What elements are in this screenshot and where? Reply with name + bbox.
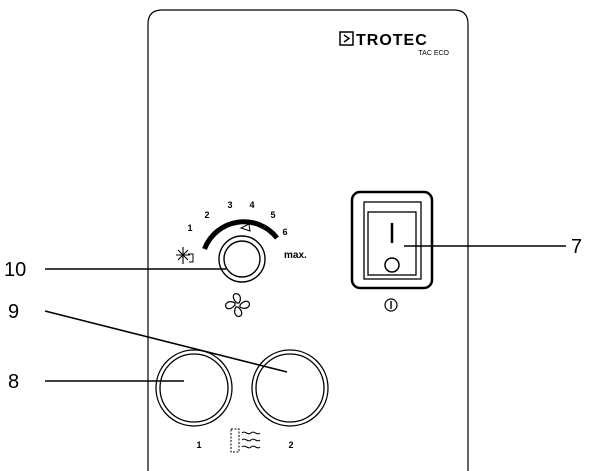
callout-label-8: 8 — [8, 371, 19, 393]
panel-outline — [147, 9, 469, 471]
frost-protection-icon — [176, 247, 194, 264]
brand-logo-icon — [339, 31, 354, 46]
fan-icon — [225, 293, 250, 317]
brand-logo-arrow — [343, 34, 351, 43]
callout-line-9 — [44, 310, 288, 373]
heat-button-1-label: 1 — [196, 440, 201, 450]
brand-logo: TROTEC TAC ECO — [339, 31, 450, 57]
callout-label-9: 9 — [8, 301, 19, 323]
heat-button-2-label: 2 — [288, 440, 293, 450]
brand-name: TROTEC — [356, 32, 428, 49]
dial-scale-6: 6 — [282, 227, 287, 237]
dial-scale-3: 3 — [227, 200, 232, 210]
dial-scale-2: 2 — [204, 210, 209, 220]
dial-pointer — [239, 223, 251, 232]
power-switch-off-mark — [384, 257, 400, 273]
dial-scale-4: 4 — [249, 200, 254, 210]
fan-speed-dial[interactable]: 1 2 3 4 5 6 max. — [176, 200, 307, 283]
callout-label-7: 7 — [571, 236, 582, 258]
dial-knob-inner — [223, 240, 261, 278]
dial-arc — [202, 219, 279, 250]
callout-label-10: 10 — [4, 259, 26, 281]
heating-element-icon — [230, 428, 261, 453]
power-switch[interactable] — [350, 190, 434, 290]
dial-max-label: max. — [284, 250, 307, 261]
power-symbol-icon — [384, 298, 398, 312]
dial-scale-1: 1 — [187, 223, 192, 233]
model-name: TAC ECO — [418, 50, 449, 57]
heat-button-2-inner — [255, 353, 325, 423]
heat-button-1-inner — [159, 353, 229, 423]
dial-scale-5: 5 — [270, 210, 275, 220]
